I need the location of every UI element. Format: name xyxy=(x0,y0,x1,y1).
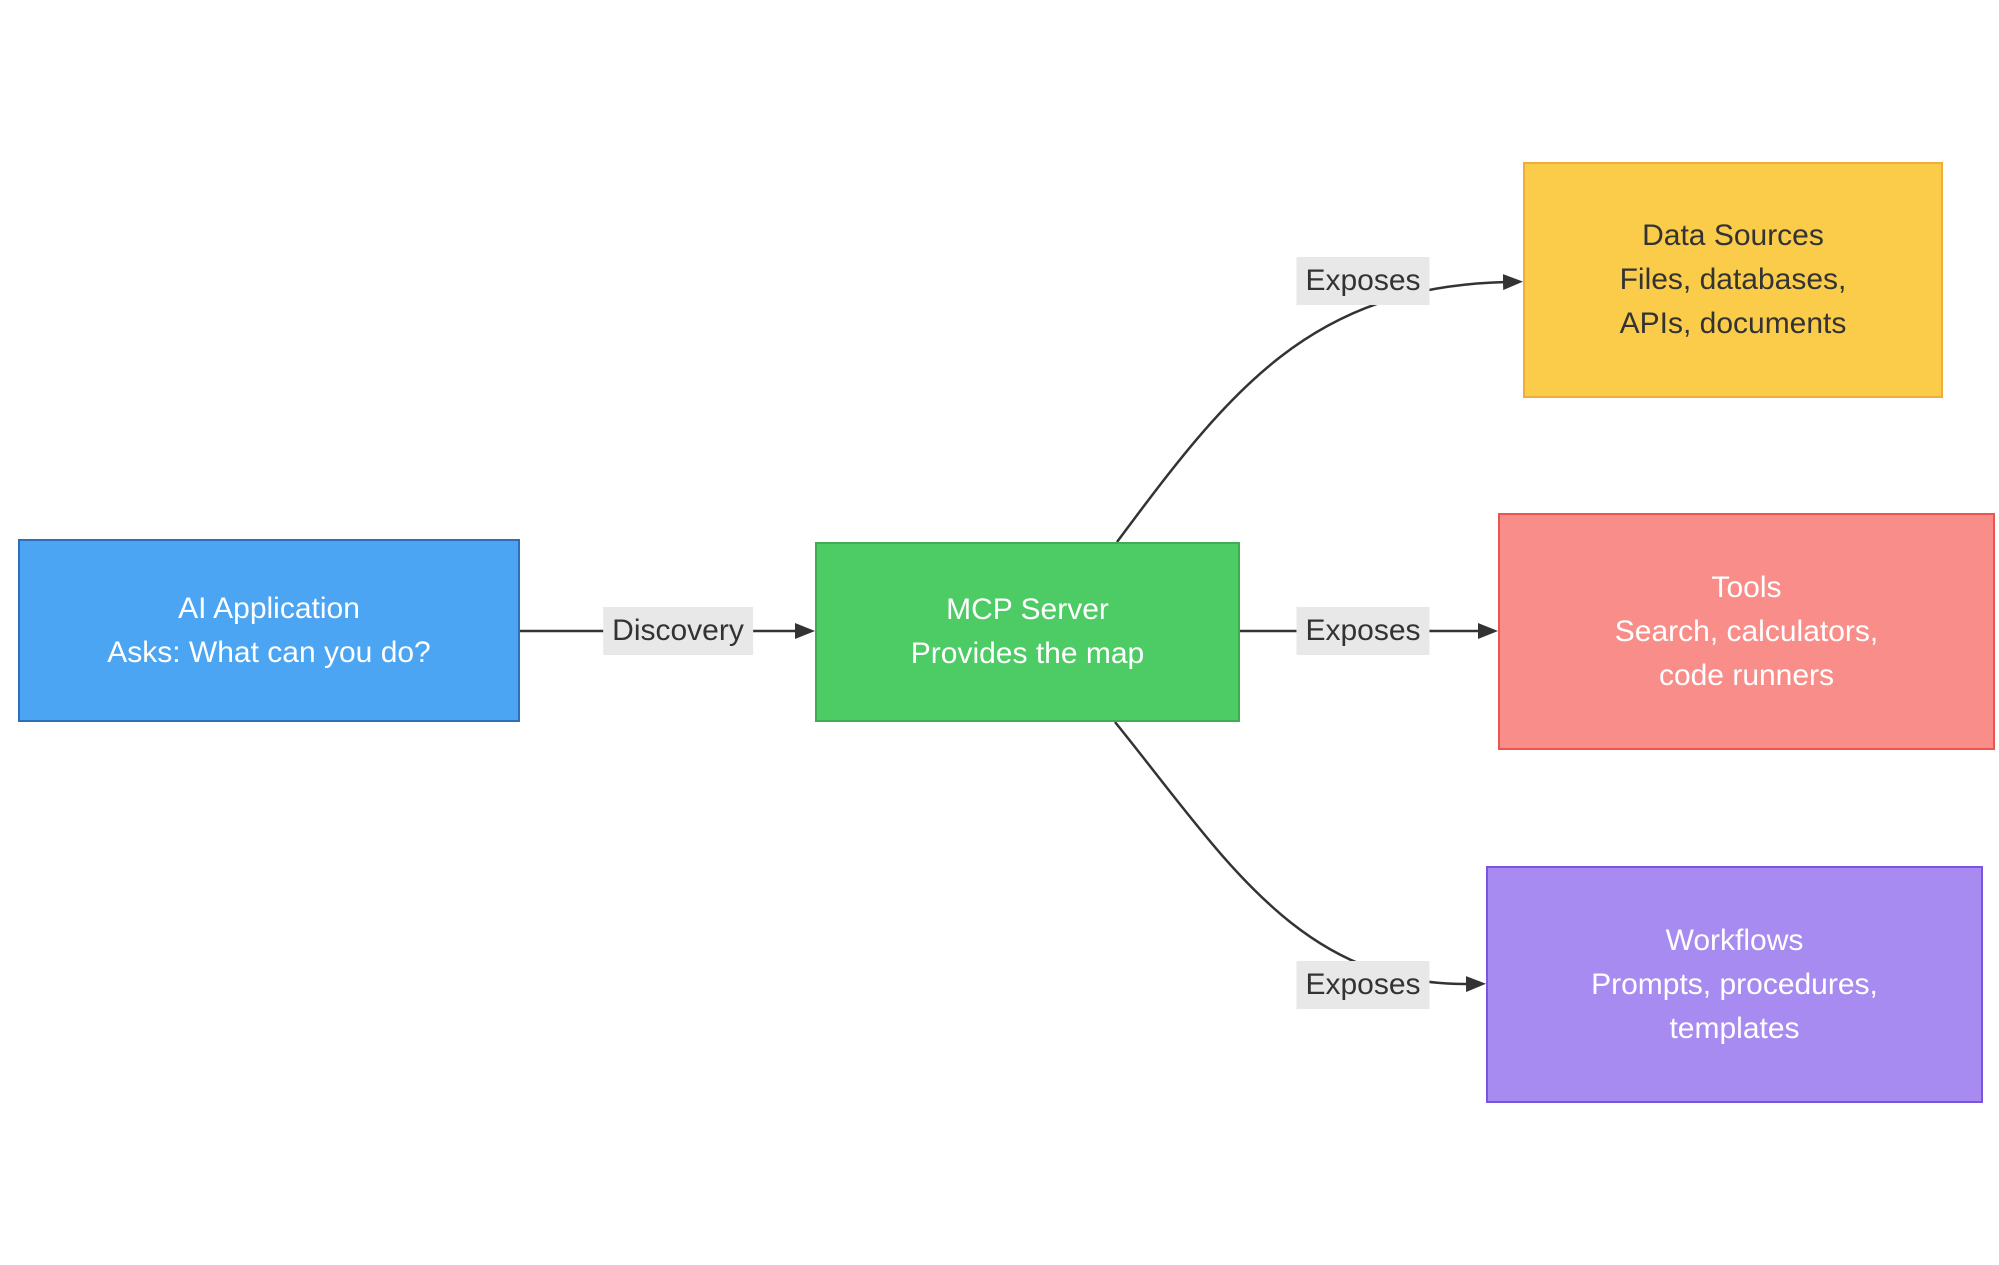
edge-exposes-workflows xyxy=(1114,721,1486,993)
node-data-sources: Data Sources Files, databases, APIs, doc… xyxy=(1523,162,1943,398)
node-line: Files, databases, xyxy=(1619,263,1847,296)
node-line: templates xyxy=(1669,1011,1800,1045)
edge-label-discovery: Discovery xyxy=(603,607,753,655)
node-line: Data Sources xyxy=(1642,219,1824,252)
edge-label-exposes-workflows: Exposes xyxy=(1296,961,1430,1009)
node-mcp-server: MCP Server Provides the map xyxy=(815,542,1240,722)
node-ai-application: AI Application Asks: What can you do? xyxy=(18,539,520,722)
node-line: APIs, documents xyxy=(1619,307,1847,340)
node-line: MCP Server xyxy=(946,593,1109,626)
edge-exposes-data-sources xyxy=(1115,274,1523,543)
node-line: AI Application xyxy=(178,591,360,625)
node-line: Provides the map xyxy=(910,637,1145,670)
node-workflows: Workflows Prompts, procedures, templates xyxy=(1486,866,1983,1103)
edge-label-exposes-tools: Exposes xyxy=(1296,607,1430,655)
node-line: Prompts, procedures, xyxy=(1591,967,1878,1001)
node-line: Asks: What can you do? xyxy=(107,635,431,669)
node-line: Workflows xyxy=(1665,923,1804,957)
node-line: code runners xyxy=(1658,658,1835,692)
node-line: Tools xyxy=(1711,570,1782,604)
node-line: Search, calculators, xyxy=(1614,614,1879,648)
edge-label-exposes-data-sources: Exposes xyxy=(1296,257,1430,305)
node-tools: Tools Search, calculators, code runners xyxy=(1498,513,1995,750)
